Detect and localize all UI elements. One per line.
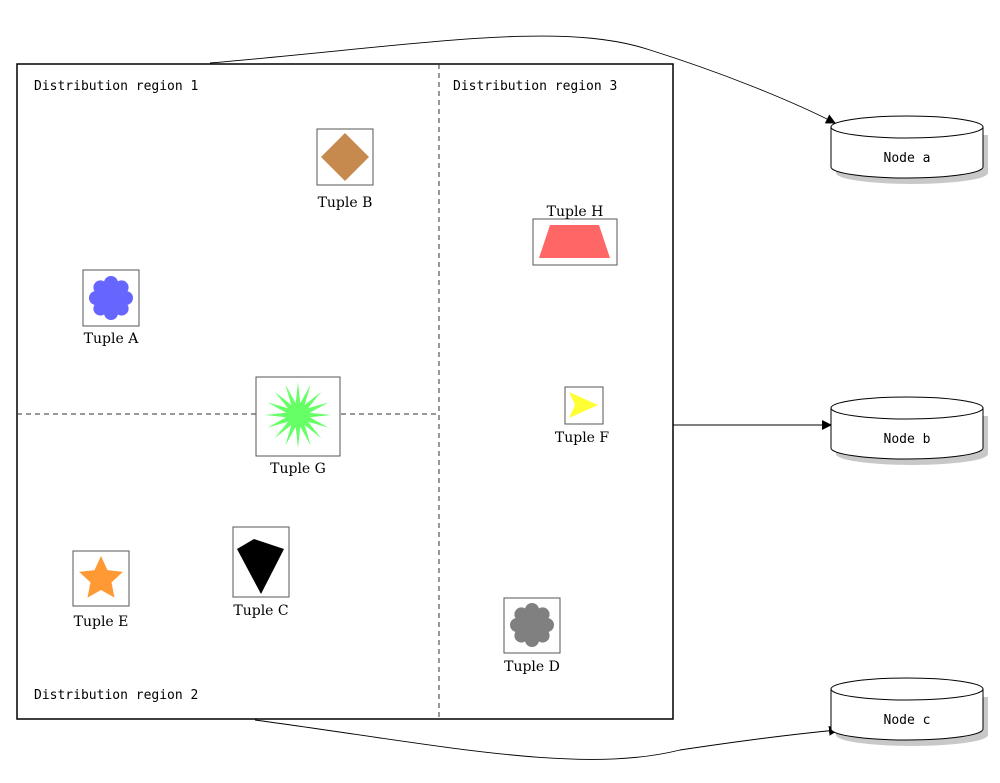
region-3-label: Distribution region 3 (453, 79, 617, 94)
tuple-c: Tuple C (232, 526, 290, 619)
tuple-c-label: Tuple C (233, 603, 288, 619)
node-b-cylinder: Node b (830, 396, 988, 465)
node-c-cylinder: Node c (830, 677, 988, 746)
tuple-e: Tuple E (72, 550, 130, 630)
arrow-to-node-a (209, 35, 836, 124)
tuple-b: Tuple B (316, 128, 374, 211)
tuple-a: Tuple A (82, 269, 140, 347)
starburst-icon (265, 382, 331, 448)
diamond-icon (321, 133, 369, 181)
kite-icon (237, 539, 284, 594)
node-c-label: Node c (884, 713, 931, 728)
trapezoid-icon (539, 225, 610, 258)
flower-icon (89, 276, 133, 320)
node-b-label: Node b (884, 432, 931, 447)
tuple-h-label: Tuple H (547, 204, 604, 220)
tuple-a-label: Tuple A (84, 331, 140, 347)
node-a-label: Node a (884, 151, 931, 166)
tuple-b-label: Tuple B (318, 195, 373, 211)
tuple-d-label: Tuple D (504, 659, 560, 675)
tuple-d: Tuple D (503, 597, 561, 675)
region-2-label: Distribution region 2 (34, 688, 198, 703)
node-a-cylinder: Node a (830, 115, 988, 184)
tuple-g-label: Tuple G (270, 461, 326, 477)
distribution-container (16, 63, 674, 720)
arrowhead-icon (569, 392, 598, 418)
star-icon (79, 556, 123, 598)
arrow-to-node-c (254, 719, 839, 760)
region-1-label: Distribution region 1 (34, 79, 198, 94)
tuple-g: Tuple G (255, 376, 341, 477)
tuple-f-label: Tuple F (555, 430, 610, 446)
tuple-f: Tuple F (555, 386, 610, 446)
tuple-h: Tuple H (532, 204, 618, 266)
tuple-e-label: Tuple E (74, 614, 129, 630)
flower-icon (510, 603, 554, 647)
